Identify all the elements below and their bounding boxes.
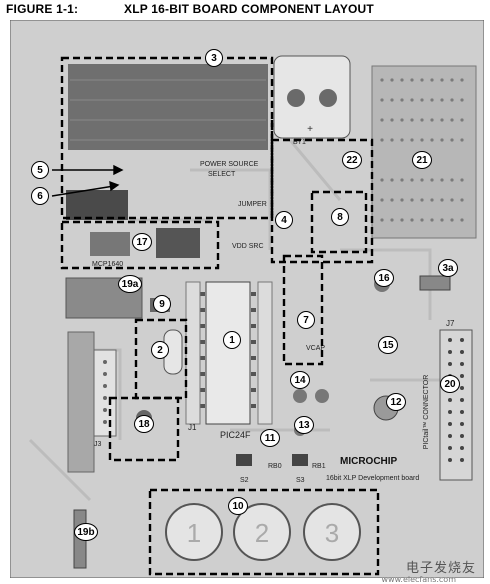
callout-9: 9 (153, 295, 171, 313)
region-18 (108, 396, 180, 462)
vcap-label: VCAP (306, 345, 325, 352)
j3-label: J3 (94, 441, 102, 448)
j1-label: J1 (188, 423, 197, 432)
callout-14: 14 (290, 371, 310, 389)
callout-13: 13 (294, 416, 314, 434)
callout-20: 20 (440, 375, 460, 393)
callout-1: 1 (223, 331, 241, 349)
watermark-url: www.elecfans.com (381, 575, 457, 584)
callout-22: 22 (342, 151, 362, 169)
connector-3a (419, 275, 451, 291)
board-name-label: 16bit XLP Development board (326, 475, 419, 482)
callout-17: 17 (132, 233, 152, 251)
svg-text:2: 2 (255, 518, 269, 548)
touch-pad-1 (165, 503, 223, 561)
vdd-src-label: VDD SRC (232, 243, 264, 250)
region-10 (148, 488, 380, 576)
coin-cell-holder (273, 55, 351, 139)
pictail-label: PICtail™ CONNECTOR (423, 375, 430, 450)
callout-5: 5 (31, 161, 49, 179)
svg-text:1: 1 (187, 518, 201, 548)
j7-label: J7 (446, 319, 455, 328)
callout-4: 4 (275, 211, 293, 229)
microchip-logo-text: MICROCHIP (340, 456, 398, 467)
rb0-label: RB0 (268, 463, 282, 470)
callout-8: 8 (331, 208, 349, 226)
figure-caption: XLP 16-BIT BOARD COMPONENT LAYOUT (124, 2, 374, 16)
board-photo: + PIC24F J1 PICtail™ CONNECTOR J7 S2 S3 (9, 19, 485, 579)
callout-12: 12 (386, 393, 406, 411)
jumper-label: JUMPER (238, 201, 267, 208)
pictail-connector (439, 329, 473, 481)
callout-6: 6 (31, 187, 49, 205)
callout-3: 3 (205, 49, 223, 67)
region-8 (310, 190, 368, 254)
callout-18: 18 (134, 415, 154, 433)
pic24f-socket (205, 281, 251, 425)
mcp-label: MCP1640 (92, 261, 123, 268)
region-2 (134, 318, 188, 400)
battery-holder-dark (66, 190, 128, 220)
switch-s2 (236, 454, 252, 466)
lcd-area (68, 64, 268, 150)
mcp1640-chip (156, 228, 200, 258)
region-7 (282, 254, 324, 366)
pic24f-label: PIC24F (220, 430, 251, 440)
callout-2: 2 (151, 341, 169, 359)
callout-21: 21 (412, 151, 432, 169)
pcb-traces (28, 139, 440, 502)
switch-s3 (292, 454, 308, 466)
figure-number: FIGURE 1-1: (6, 2, 79, 16)
callout-16: 16 (374, 269, 394, 287)
figure-title: FIGURE 1-1: XLP 16-BIT BOARD COMPONENT L… (6, 2, 374, 16)
bt1-label: BT1 (293, 139, 306, 146)
touch-pad-3 (303, 503, 361, 561)
callout-7: 7 (297, 311, 315, 329)
svg-text:+: + (307, 124, 313, 135)
region-17 (60, 220, 220, 270)
power-source-label: POWER SOURCE (200, 161, 259, 168)
touch-pad-2 (233, 503, 291, 561)
callout-19b: 19b (74, 523, 98, 541)
s2-label: S2 (240, 477, 249, 484)
select-label: SELECT (208, 171, 236, 178)
callout-3a: 3a (438, 259, 458, 277)
prototype-grid (371, 65, 477, 239)
rb1-label: RB1 (312, 463, 326, 470)
callout-15: 15 (378, 336, 398, 354)
svg-text:3: 3 (325, 518, 339, 548)
dashed-regions (60, 56, 380, 576)
region-4 (270, 138, 374, 264)
callout-11: 11 (260, 429, 280, 447)
callout-10: 10 (228, 497, 248, 515)
watermark-cn: 电子发烧友 (405, 561, 476, 576)
callout-19a: 19a (118, 275, 142, 293)
s3-label: S3 (296, 477, 305, 484)
